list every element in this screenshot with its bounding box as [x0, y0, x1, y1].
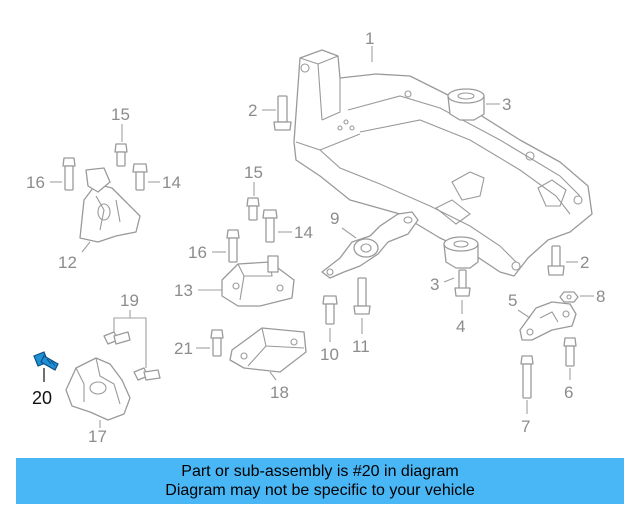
callout-14-middle: 14 — [294, 223, 313, 242]
callout-20: 20 — [32, 388, 52, 408]
mount-bushing-part-3-lower[interactable] — [443, 236, 479, 269]
callout-2-lower: 2 — [580, 253, 589, 272]
callout-15-left: 15 — [111, 105, 130, 124]
parts-diagram: 1 2 3 15 16 14 12 15 16 14 13 9 3 4 10 1… — [26, 29, 605, 446]
mount-plate-part-13[interactable] — [221, 255, 295, 307]
bolt-part-14-left[interactable] — [132, 163, 148, 191]
banner-line-part-number: Part or sub-assembly is #20 in diagram — [181, 463, 459, 480]
bracket-part-5[interactable] — [519, 301, 577, 341]
torque-rod-part-9[interactable] — [321, 211, 419, 279]
callout-3-upper: 3 — [502, 95, 511, 114]
bolt-part-16-left[interactable] — [62, 157, 76, 191]
callout-4: 4 — [456, 317, 465, 336]
banner-line-disclaimer: Diagram may not be specific to your vehi… — [165, 482, 475, 499]
callout-12: 12 — [58, 253, 77, 272]
bolt-part-21[interactable] — [210, 329, 224, 357]
callout-6: 6 — [564, 383, 573, 402]
bolt-part-2-lower[interactable] — [547, 245, 565, 276]
callout-11: 11 — [352, 337, 370, 356]
bolt-part-15-middle[interactable] — [246, 197, 260, 221]
bolt-part-14-middle[interactable] — [262, 209, 278, 243]
bolt-part-2-upper[interactable] — [273, 95, 292, 131]
mount-bushing-part-3-upper[interactable] — [447, 88, 485, 121]
bolt-part-4[interactable] — [454, 269, 471, 297]
callout-2-upper: 2 — [248, 101, 257, 120]
callout-17: 17 — [88, 427, 107, 446]
bolt-part-7[interactable] — [520, 355, 534, 399]
callout-9: 9 — [330, 209, 339, 228]
callout-14-left: 14 — [162, 173, 181, 192]
bolt-part-15-left[interactable] — [114, 143, 128, 167]
nut-part-8[interactable] — [559, 291, 579, 303]
callout-8: 8 — [596, 287, 605, 306]
bolt-part-16-middle[interactable] — [226, 229, 240, 263]
mount-bracket-part-17[interactable] — [65, 357, 131, 421]
callout-13: 13 — [174, 281, 193, 300]
info-banner: Part or sub-assembly is #20 in diagram D… — [16, 458, 624, 504]
bolt-part-20[interactable] — [33, 351, 59, 371]
leader-lines — [43, 46, 594, 428]
engine-mount-part-12[interactable] — [79, 167, 141, 243]
callout-16-left: 16 — [26, 173, 45, 192]
callout-18: 18 — [270, 383, 289, 402]
callout-10: 10 — [320, 345, 339, 364]
bolt-part-11[interactable] — [353, 277, 371, 315]
callout-5: 5 — [508, 291, 517, 310]
callout-7: 7 — [521, 417, 530, 436]
bolt-part-19-right[interactable] — [133, 367, 161, 381]
callout-3-lower: 3 — [430, 275, 439, 294]
callout-19: 19 — [120, 291, 139, 310]
subframe-part-1[interactable] — [293, 49, 593, 277]
bolt-part-6[interactable] — [563, 337, 577, 367]
bolt-part-10[interactable] — [322, 295, 338, 325]
callout-16-middle: 16 — [188, 243, 207, 262]
bolt-part-19-left[interactable] — [103, 331, 131, 345]
plate-part-18[interactable] — [229, 327, 307, 373]
callout-1: 1 — [365, 29, 374, 48]
callout-21: 21 — [174, 339, 193, 358]
callout-15-middle: 15 — [244, 163, 263, 182]
